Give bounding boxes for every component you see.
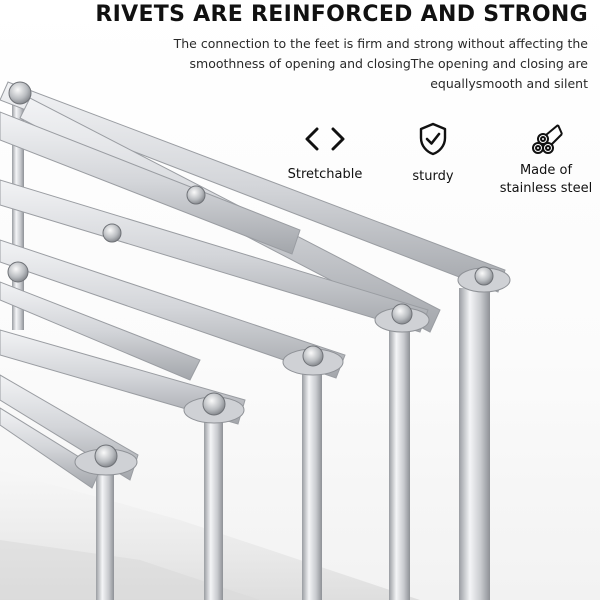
- rivets: [7, 81, 494, 468]
- feature-label-steel-line-1: Made of: [519, 163, 573, 178]
- feature-label-sturdy: sturdy: [412, 169, 454, 184]
- steel-tubes-icon: [532, 124, 563, 154]
- page-title: RIVETS ARE REINFORCED AND STRONG: [95, 2, 588, 27]
- feature-label-stretchable: Stretchable: [287, 167, 363, 182]
- scissor-bars: [0, 81, 506, 489]
- feature-stainless-steel: Made of stainless steel: [492, 122, 600, 198]
- chevron-arrows-icon: [305, 127, 345, 151]
- shield-check-icon: [419, 122, 447, 156]
- feature-label-steel: Made of stainless steel: [500, 162, 592, 198]
- feature-stretchable: Stretchable: [282, 124, 368, 184]
- feature-description: The connection to the feet is firm and s…: [173, 36, 588, 91]
- feature-sturdy: sturdy: [398, 122, 468, 186]
- feature-label-steel-line-2: stainless steel: [499, 181, 593, 196]
